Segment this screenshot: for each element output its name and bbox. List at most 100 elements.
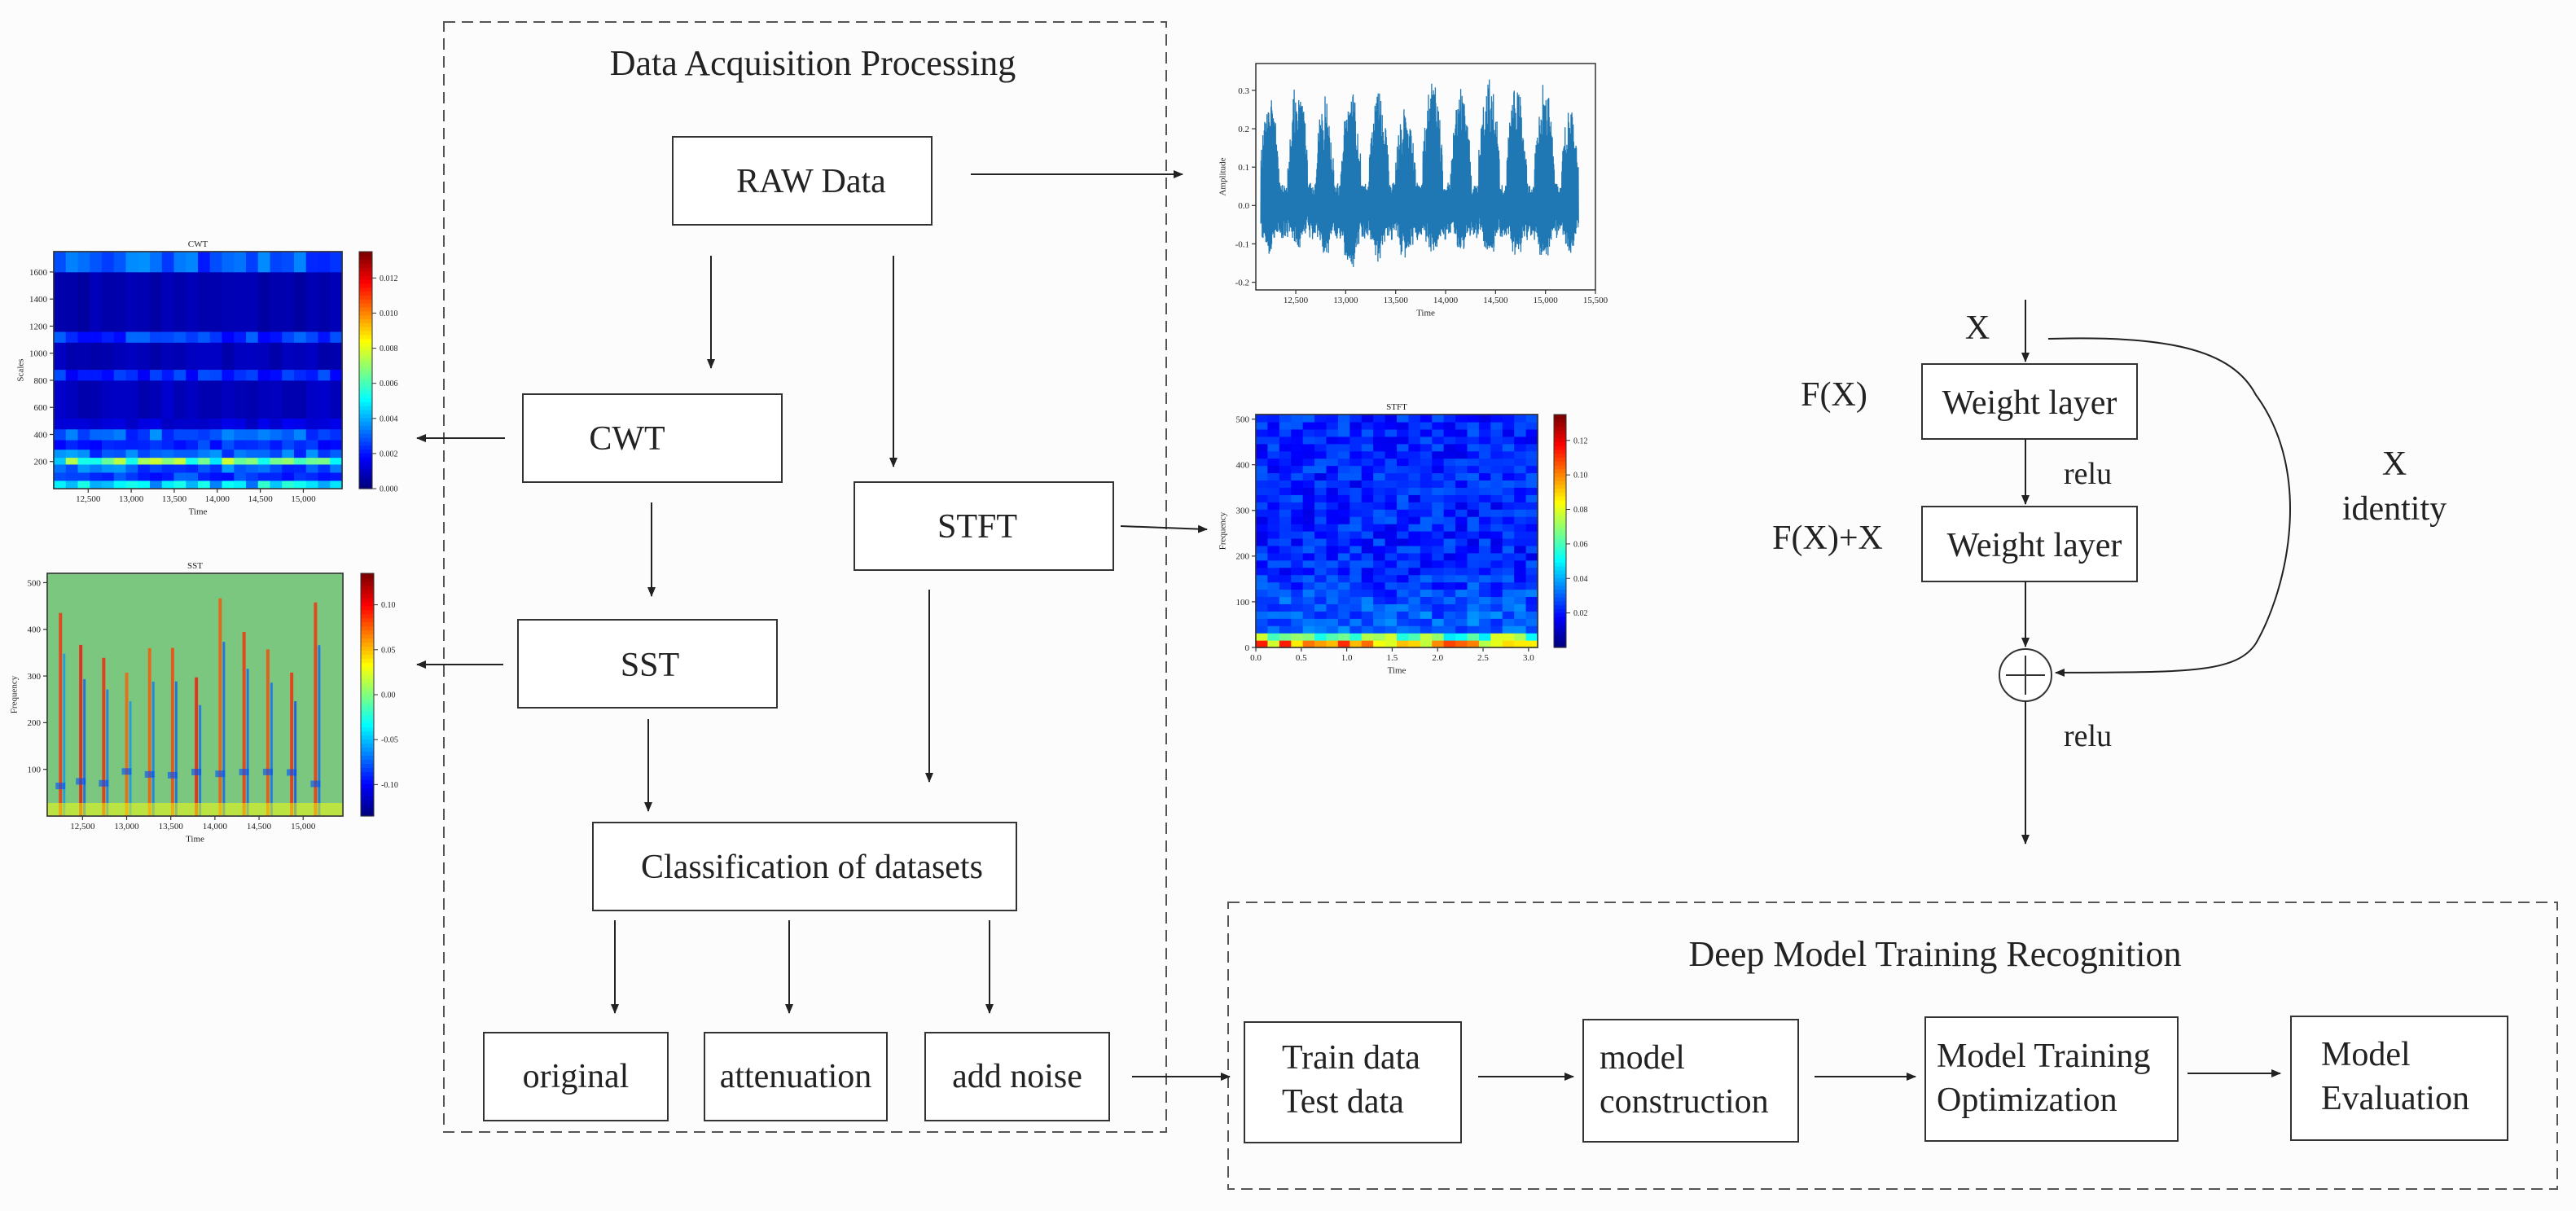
- stft-cell: [1337, 625, 1350, 634]
- stft-cell: [1385, 436, 1398, 445]
- colorbar-segment: [361, 792, 374, 796]
- cwt-band-cell: [77, 457, 90, 465]
- colorbar-segment: [361, 695, 374, 700]
- model-training-line1: Model Training: [1937, 1038, 2151, 1075]
- cwt-band-cell: [282, 480, 295, 489]
- stft-cell: [1314, 567, 1327, 576]
- colorbar-segment: [361, 718, 374, 724]
- stft-cell: [1291, 428, 1304, 437]
- stft-cell: [1525, 603, 1538, 612]
- stft-cell: [1397, 596, 1410, 604]
- stft-cell: [1502, 640, 1515, 648]
- stft-cell: [1337, 421, 1350, 430]
- cwt-band-cell: [77, 369, 90, 381]
- stft-cell: [1302, 589, 1315, 598]
- colorbar-segment: [361, 617, 374, 623]
- colorbar-tick-label: 0.08: [1573, 506, 1588, 515]
- stft-cell: [1420, 443, 1433, 452]
- stft-cell: [1490, 559, 1503, 568]
- stft-cell: [1302, 552, 1315, 561]
- stft-cell: [1337, 502, 1350, 510]
- cwt-band-cell: [186, 449, 199, 459]
- cwt-band-cell: [330, 472, 343, 481]
- cwt-band-cell: [234, 472, 247, 481]
- sst-streak-positive: [125, 672, 129, 816]
- stft-cell: [1525, 450, 1538, 459]
- raw-signal-line: [1260, 79, 1579, 267]
- stft-cell: [1420, 502, 1433, 510]
- colorbar-segment: [359, 410, 372, 415]
- stft-cell: [1385, 559, 1398, 568]
- cwt-band-cell: [257, 380, 271, 419]
- colorbar-segment: [359, 291, 372, 296]
- stft-cell: [1467, 428, 1480, 437]
- stft-cell: [1502, 618, 1515, 626]
- stft-cell: [1502, 509, 1515, 517]
- y-tick-label: 0.1: [1238, 163, 1249, 173]
- stft-cell: [1267, 494, 1280, 502]
- stft-cell: [1279, 494, 1292, 502]
- stft-cell: [1455, 443, 1468, 452]
- cwt-band-cell: [173, 428, 187, 441]
- stft-cell: [1279, 531, 1292, 539]
- stft-cell: [1256, 603, 1269, 612]
- stft-cell: [1502, 450, 1515, 459]
- cwt-band-cell: [54, 252, 67, 273]
- sst-streak-positive: [314, 602, 318, 816]
- y-tick-label: 0.0: [1238, 201, 1249, 211]
- cwt-band-cell: [305, 342, 319, 371]
- stft-cell: [1408, 436, 1421, 445]
- colorbar-segment: [359, 267, 372, 272]
- sst-streak-positive: [290, 672, 294, 816]
- stft-cell: [1291, 531, 1304, 539]
- stft-cell: [1420, 596, 1433, 604]
- model-construction-box: [1582, 1019, 1799, 1143]
- stft-cell: [1361, 494, 1374, 502]
- stft-cell: [1314, 596, 1327, 604]
- stft-cell: [1514, 443, 1527, 452]
- stft-cell: [1467, 450, 1480, 459]
- stft-cell: [1291, 611, 1304, 619]
- stft-cell: [1455, 618, 1468, 626]
- cwt-band-cell: [209, 418, 223, 430]
- stft-cell: [1490, 509, 1503, 517]
- cwt-band-cell: [222, 464, 235, 473]
- colorbar-segment: [359, 295, 372, 300]
- cwt-band-cell: [282, 380, 295, 419]
- cwt-band-cell: [161, 380, 175, 419]
- stft-cell: [1314, 428, 1327, 437]
- colorbar-segment: [359, 393, 372, 399]
- y-tick-label: 600: [34, 403, 48, 413]
- stft-cell: [1291, 436, 1304, 445]
- stft-cell: [1291, 443, 1304, 452]
- cwt-label: CWT: [589, 420, 665, 458]
- stft-cell: [1443, 415, 1456, 423]
- stft-cell: [1478, 625, 1491, 634]
- stft-cell: [1291, 625, 1304, 634]
- cwt-band-cell: [330, 457, 343, 465]
- stft-cell: [1361, 537, 1374, 546]
- colorbar-segment: [1554, 616, 1566, 621]
- stft-cell: [1267, 524, 1280, 532]
- stft-cell: [1291, 559, 1304, 568]
- stft-cell: [1455, 596, 1468, 604]
- stft-cell: [1291, 567, 1304, 576]
- stft-cell: [1514, 421, 1527, 430]
- stft-cell: [1267, 567, 1280, 576]
- stft-cell: [1302, 502, 1315, 510]
- cwt-band-cell: [246, 369, 259, 381]
- cwt-band-cell: [318, 369, 331, 381]
- colorbar-segment: [361, 722, 374, 728]
- stft-cell: [1478, 611, 1491, 619]
- stft-cell: [1502, 415, 1515, 423]
- cwt-band-cell: [257, 252, 271, 273]
- stft-cell: [1326, 509, 1339, 517]
- colorbar-segment: [359, 370, 372, 375]
- stft-cell: [1291, 589, 1304, 598]
- colorbar-segment: [361, 654, 374, 659]
- stft-cell: [1490, 472, 1503, 481]
- cwt-band-cell: [270, 271, 283, 332]
- stft-cell: [1443, 472, 1456, 481]
- stft-cell: [1373, 487, 1386, 495]
- colorbar-segment: [359, 327, 372, 331]
